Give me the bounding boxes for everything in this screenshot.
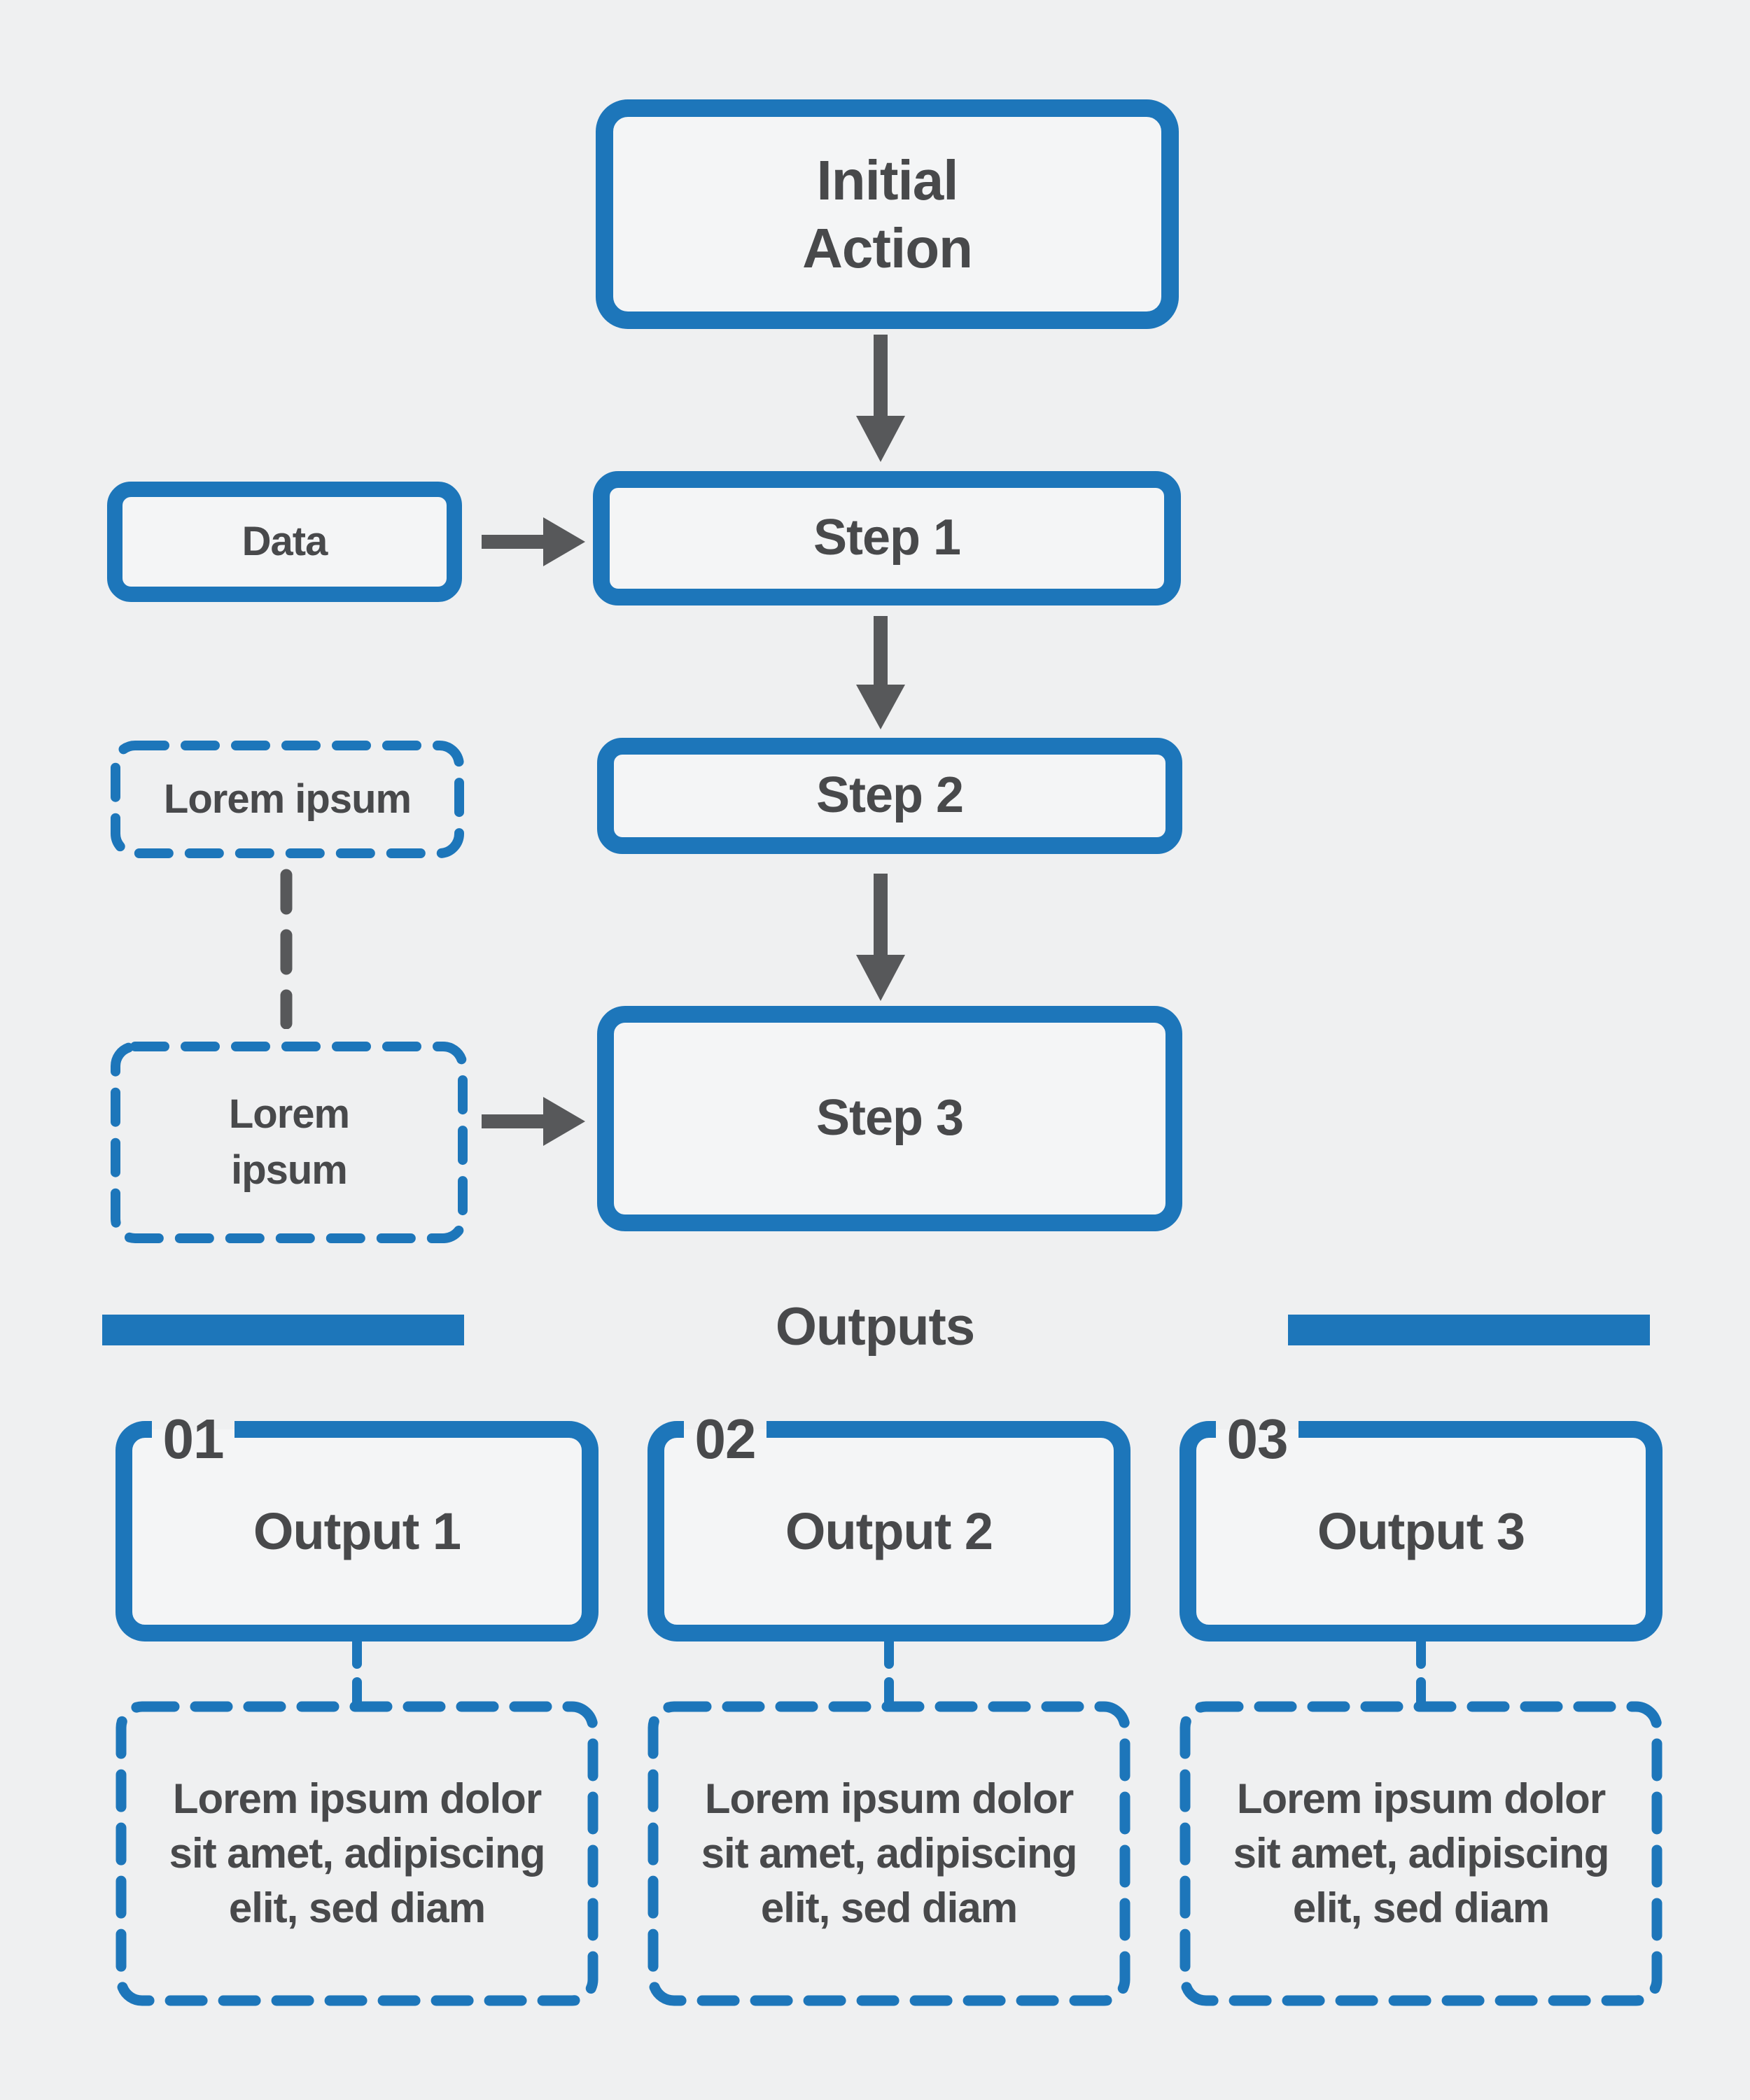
arrow-down-icon <box>856 335 905 462</box>
output-3-description-box: Lorem ipsum dolor sit amet, adipiscing e… <box>1180 1701 1662 2006</box>
output-box-border <box>648 1421 1130 1642</box>
output-2-number: 02 <box>694 1408 757 1470</box>
output-3-description: Lorem ipsum dolor sit amet, adipiscing e… <box>1233 1775 1610 1931</box>
note-top-label: Lorem ipsum <box>163 776 412 822</box>
output-2-description-box: Lorem ipsum dolor sit amet, adipiscing e… <box>648 1701 1130 2006</box>
output-3-label: Output 3 <box>1317 1502 1525 1560</box>
initial-action-label: Initial Action <box>802 149 973 279</box>
output-1-box: 01 Output 1 <box>115 1410 598 1642</box>
output-2-label: Output 2 <box>785 1502 993 1560</box>
dashed-connector-line <box>884 1642 894 1703</box>
output-1-description: Lorem ipsum dolor sit amet, adipiscing e… <box>169 1775 546 1931</box>
note-bottom-label: Lorem ipsum <box>228 1091 350 1193</box>
dashed-border <box>648 1701 1130 2006</box>
step-1-box: Step 1 <box>593 471 1181 606</box>
step-2-label: Step 2 <box>816 767 964 824</box>
outputs-section-title: Outputs <box>775 1297 975 1357</box>
note-bottom-box: Lorem ipsum <box>111 1042 468 1243</box>
output-2-box: 02 Output 2 <box>648 1410 1130 1642</box>
output-2-description: Lorem ipsum dolor sit amet, adipiscing e… <box>701 1775 1078 1931</box>
note-top-box: Lorem ipsum <box>111 741 464 858</box>
dashed-border <box>111 1042 468 1243</box>
arrow-right-icon <box>482 517 585 566</box>
data-box: Data <box>107 482 462 602</box>
dashed-border <box>1180 1701 1662 2006</box>
output-box-border <box>115 1421 598 1642</box>
output-box-border <box>1180 1421 1662 1642</box>
dashed-connector-line <box>352 1642 362 1703</box>
output-1-label: Output 1 <box>253 1502 461 1560</box>
dashed-border <box>111 741 464 858</box>
output-3-number: 03 <box>1226 1408 1289 1470</box>
step-3-box: Step 3 <box>597 1006 1182 1231</box>
output-1-number: 01 <box>162 1408 225 1470</box>
accent-bar-left <box>102 1315 464 1345</box>
arrow-down-icon <box>856 616 905 729</box>
output-1-description-box: Lorem ipsum dolor sit amet, adipiscing e… <box>115 1701 598 2006</box>
dashed-connector-line <box>1416 1642 1426 1703</box>
step-2-box: Step 2 <box>597 738 1182 854</box>
step-3-label: Step 3 <box>816 1090 964 1147</box>
output-3-box: 03 Output 3 <box>1180 1410 1662 1642</box>
arrow-down-icon <box>856 874 905 1001</box>
arrow-right-icon <box>482 1097 585 1146</box>
dashed-border <box>115 1701 598 2006</box>
dashed-connector-line <box>280 869 293 1029</box>
step-1-label: Step 1 <box>813 510 961 566</box>
initial-action-box: Initial Action <box>596 99 1179 329</box>
data-label: Data <box>241 519 328 564</box>
accent-bar-right <box>1288 1315 1650 1345</box>
